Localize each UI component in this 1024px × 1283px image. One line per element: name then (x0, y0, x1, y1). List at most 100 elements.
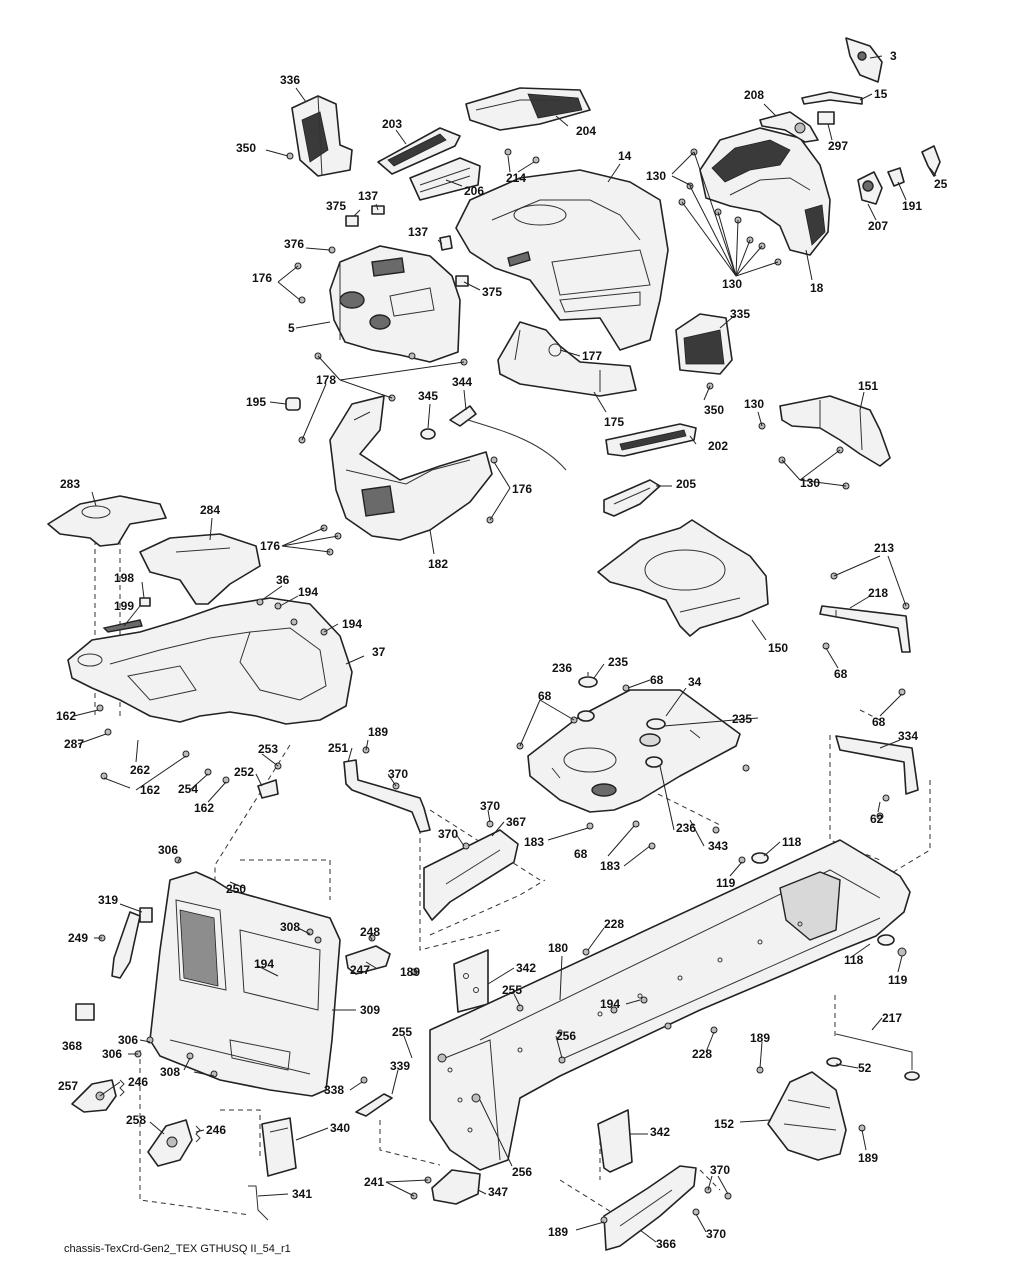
callout-label: 247 (350, 963, 370, 977)
callout-label: 176 (512, 482, 532, 496)
callout-label: 68 (834, 667, 848, 681)
callout-label: 214 (506, 171, 526, 185)
callout-label: 251 (328, 741, 348, 755)
callout-label: 189 (750, 1031, 770, 1045)
callout-label: 284 (200, 503, 220, 517)
part-335-vent (675, 313, 733, 375)
callout-label: 256 (556, 1029, 576, 1043)
callout-label: 5 (288, 321, 295, 335)
part-152-step (767, 1071, 847, 1161)
part-246-spring (119, 1079, 125, 1097)
callout-label: 189 (858, 1151, 878, 1165)
part-217-rod (826, 1033, 920, 1081)
callout-label: 376 (284, 237, 304, 251)
callout-label: 370 (438, 827, 458, 841)
part-218-bracket (819, 605, 911, 653)
part-342-lower-plate (597, 1109, 633, 1173)
callout-label: 68 (538, 689, 552, 703)
callout-label: 189 (400, 965, 420, 979)
callout-labels: 3 15 336 208 203 204 297 350 14 130 25 2… (56, 49, 948, 1251)
callout-label: 195 (246, 395, 266, 409)
part-258-bracket (147, 1119, 193, 1167)
callout-label: 252 (234, 765, 254, 779)
callout-label: 342 (516, 961, 536, 975)
part-18-front-housing (699, 127, 831, 256)
part-367-plate (423, 829, 519, 921)
part-202-vent (605, 423, 697, 457)
part-5-dashboard (329, 245, 461, 363)
callout-label: 202 (708, 439, 728, 453)
callout-label: 207 (868, 219, 888, 233)
part-180-main-frame (429, 839, 911, 1171)
callout-label: 162 (56, 709, 76, 723)
part-340-plate (261, 1117, 297, 1177)
callout-label: 182 (428, 557, 448, 571)
callout-label: 206 (464, 184, 484, 198)
part-366-plate (603, 1165, 697, 1251)
part-235-bushing (578, 676, 598, 688)
callout-label: 368 (62, 1039, 82, 1053)
part-198-clip (139, 597, 151, 607)
callout-label: 366 (656, 1237, 676, 1251)
part-151-bracket (779, 395, 891, 467)
callout-label: 162 (194, 801, 214, 815)
part-284-fender-cover (139, 533, 261, 605)
callout-label: 68 (872, 715, 886, 729)
callout-label: 3 (890, 49, 897, 63)
callout-label: 189 (548, 1225, 568, 1239)
callout-label: 213 (874, 541, 894, 555)
callout-label: 119 (716, 876, 736, 890)
callout-label: 367 (506, 815, 526, 829)
callout-label: 283 (60, 477, 80, 491)
part-339-lever (355, 1093, 393, 1117)
callout-label: 194 (342, 617, 362, 631)
callout-label: 36 (276, 573, 290, 587)
callout-label: 150 (768, 641, 788, 655)
callout-label: 194 (600, 997, 620, 1011)
callout-label: 194 (298, 585, 318, 599)
part-347-bracket (431, 1169, 481, 1205)
callout-label: 344 (452, 375, 472, 389)
part-309-front-plate (149, 871, 341, 1097)
callout-label: 130 (646, 169, 666, 183)
callout-label: 208 (744, 88, 764, 102)
part-246-spring-b (195, 1125, 201, 1143)
callout-label: 180 (548, 941, 568, 955)
part-252-clip (257, 779, 279, 799)
part-182-lower-dash (329, 395, 493, 541)
part-344-cable (449, 405, 567, 471)
part-341-rod (248, 1185, 269, 1221)
callout-label: 370 (706, 1227, 726, 1241)
part-319-strap (111, 907, 153, 979)
callout-label: 308 (160, 1065, 180, 1079)
callout-label: 68 (574, 847, 588, 861)
part-175-bracket (497, 321, 637, 397)
callout-label: 203 (382, 117, 402, 131)
part-236-bushing-b (645, 756, 663, 768)
callout-label: 335 (730, 307, 750, 321)
callout-label: 350 (236, 141, 256, 155)
callout-label: 189 (368, 725, 388, 739)
callout-label: 255 (392, 1025, 412, 1039)
callout-label: 118 (782, 835, 802, 849)
callout-label: 199 (114, 599, 134, 613)
part-235-bushing-b (646, 718, 666, 730)
part-236-bushing (577, 710, 595, 722)
callout-label: 235 (608, 655, 628, 669)
callout-label: 236 (552, 661, 572, 675)
callout-label: 341 (292, 1187, 312, 1201)
callout-label: 68 (650, 673, 664, 687)
part-15-trim (801, 91, 863, 105)
callout-label: 343 (708, 839, 728, 853)
part-334-bracket (835, 735, 919, 795)
callout-label: 347 (488, 1185, 508, 1199)
callout-label: 375 (326, 199, 346, 213)
callout-label: 34 (688, 675, 702, 689)
callout-label: 370 (480, 799, 500, 813)
part-191-clip (887, 167, 905, 187)
part-342-plate (453, 949, 489, 1013)
part-206-panel (409, 157, 481, 201)
callout-label: 15 (874, 87, 888, 101)
callout-label: 309 (360, 1003, 380, 1017)
